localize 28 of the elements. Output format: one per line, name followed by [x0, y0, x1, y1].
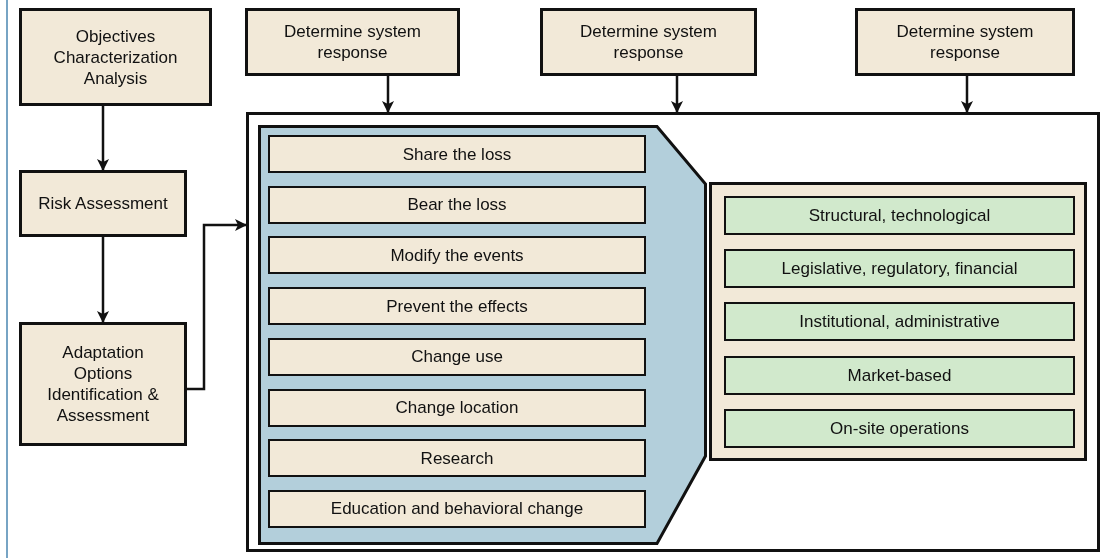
category-box: Institutional, administrative	[724, 302, 1075, 342]
category-box: On-site operations	[724, 408, 1075, 448]
process-box	[709, 182, 1087, 461]
arrow	[961, 76, 973, 113]
category-box: Market-based	[724, 355, 1075, 395]
process-box: Adaptation Options Identification & Assessment	[19, 322, 187, 446]
process-box: Risk Assessment	[19, 170, 187, 237]
process-box: Share the loss	[268, 135, 646, 173]
options-panel	[258, 125, 707, 545]
process-box: Change location	[268, 388, 646, 427]
process-box: Change use	[268, 337, 646, 376]
process-box: Determine system response	[245, 8, 460, 76]
category-box: Structural, technological	[724, 196, 1075, 235]
process-box: Determine system response	[855, 8, 1075, 76]
process-box: Modify the events	[268, 236, 646, 275]
process-box: Objectives Characterization Analysis	[19, 8, 212, 106]
process-box: Education and behavioral change	[268, 489, 646, 528]
container-box	[246, 112, 1100, 552]
arrow	[382, 76, 394, 113]
process-box: Bear the loss	[268, 185, 646, 224]
process-box: Research	[268, 439, 646, 478]
arrow	[671, 76, 683, 113]
category-box: Legislative, regulatory, financial	[724, 249, 1075, 289]
arrow	[187, 219, 247, 391]
process-box: Determine system response	[540, 8, 757, 76]
process-box: Prevent the effects	[268, 287, 646, 326]
arrow	[97, 237, 109, 323]
arrow	[97, 106, 109, 171]
